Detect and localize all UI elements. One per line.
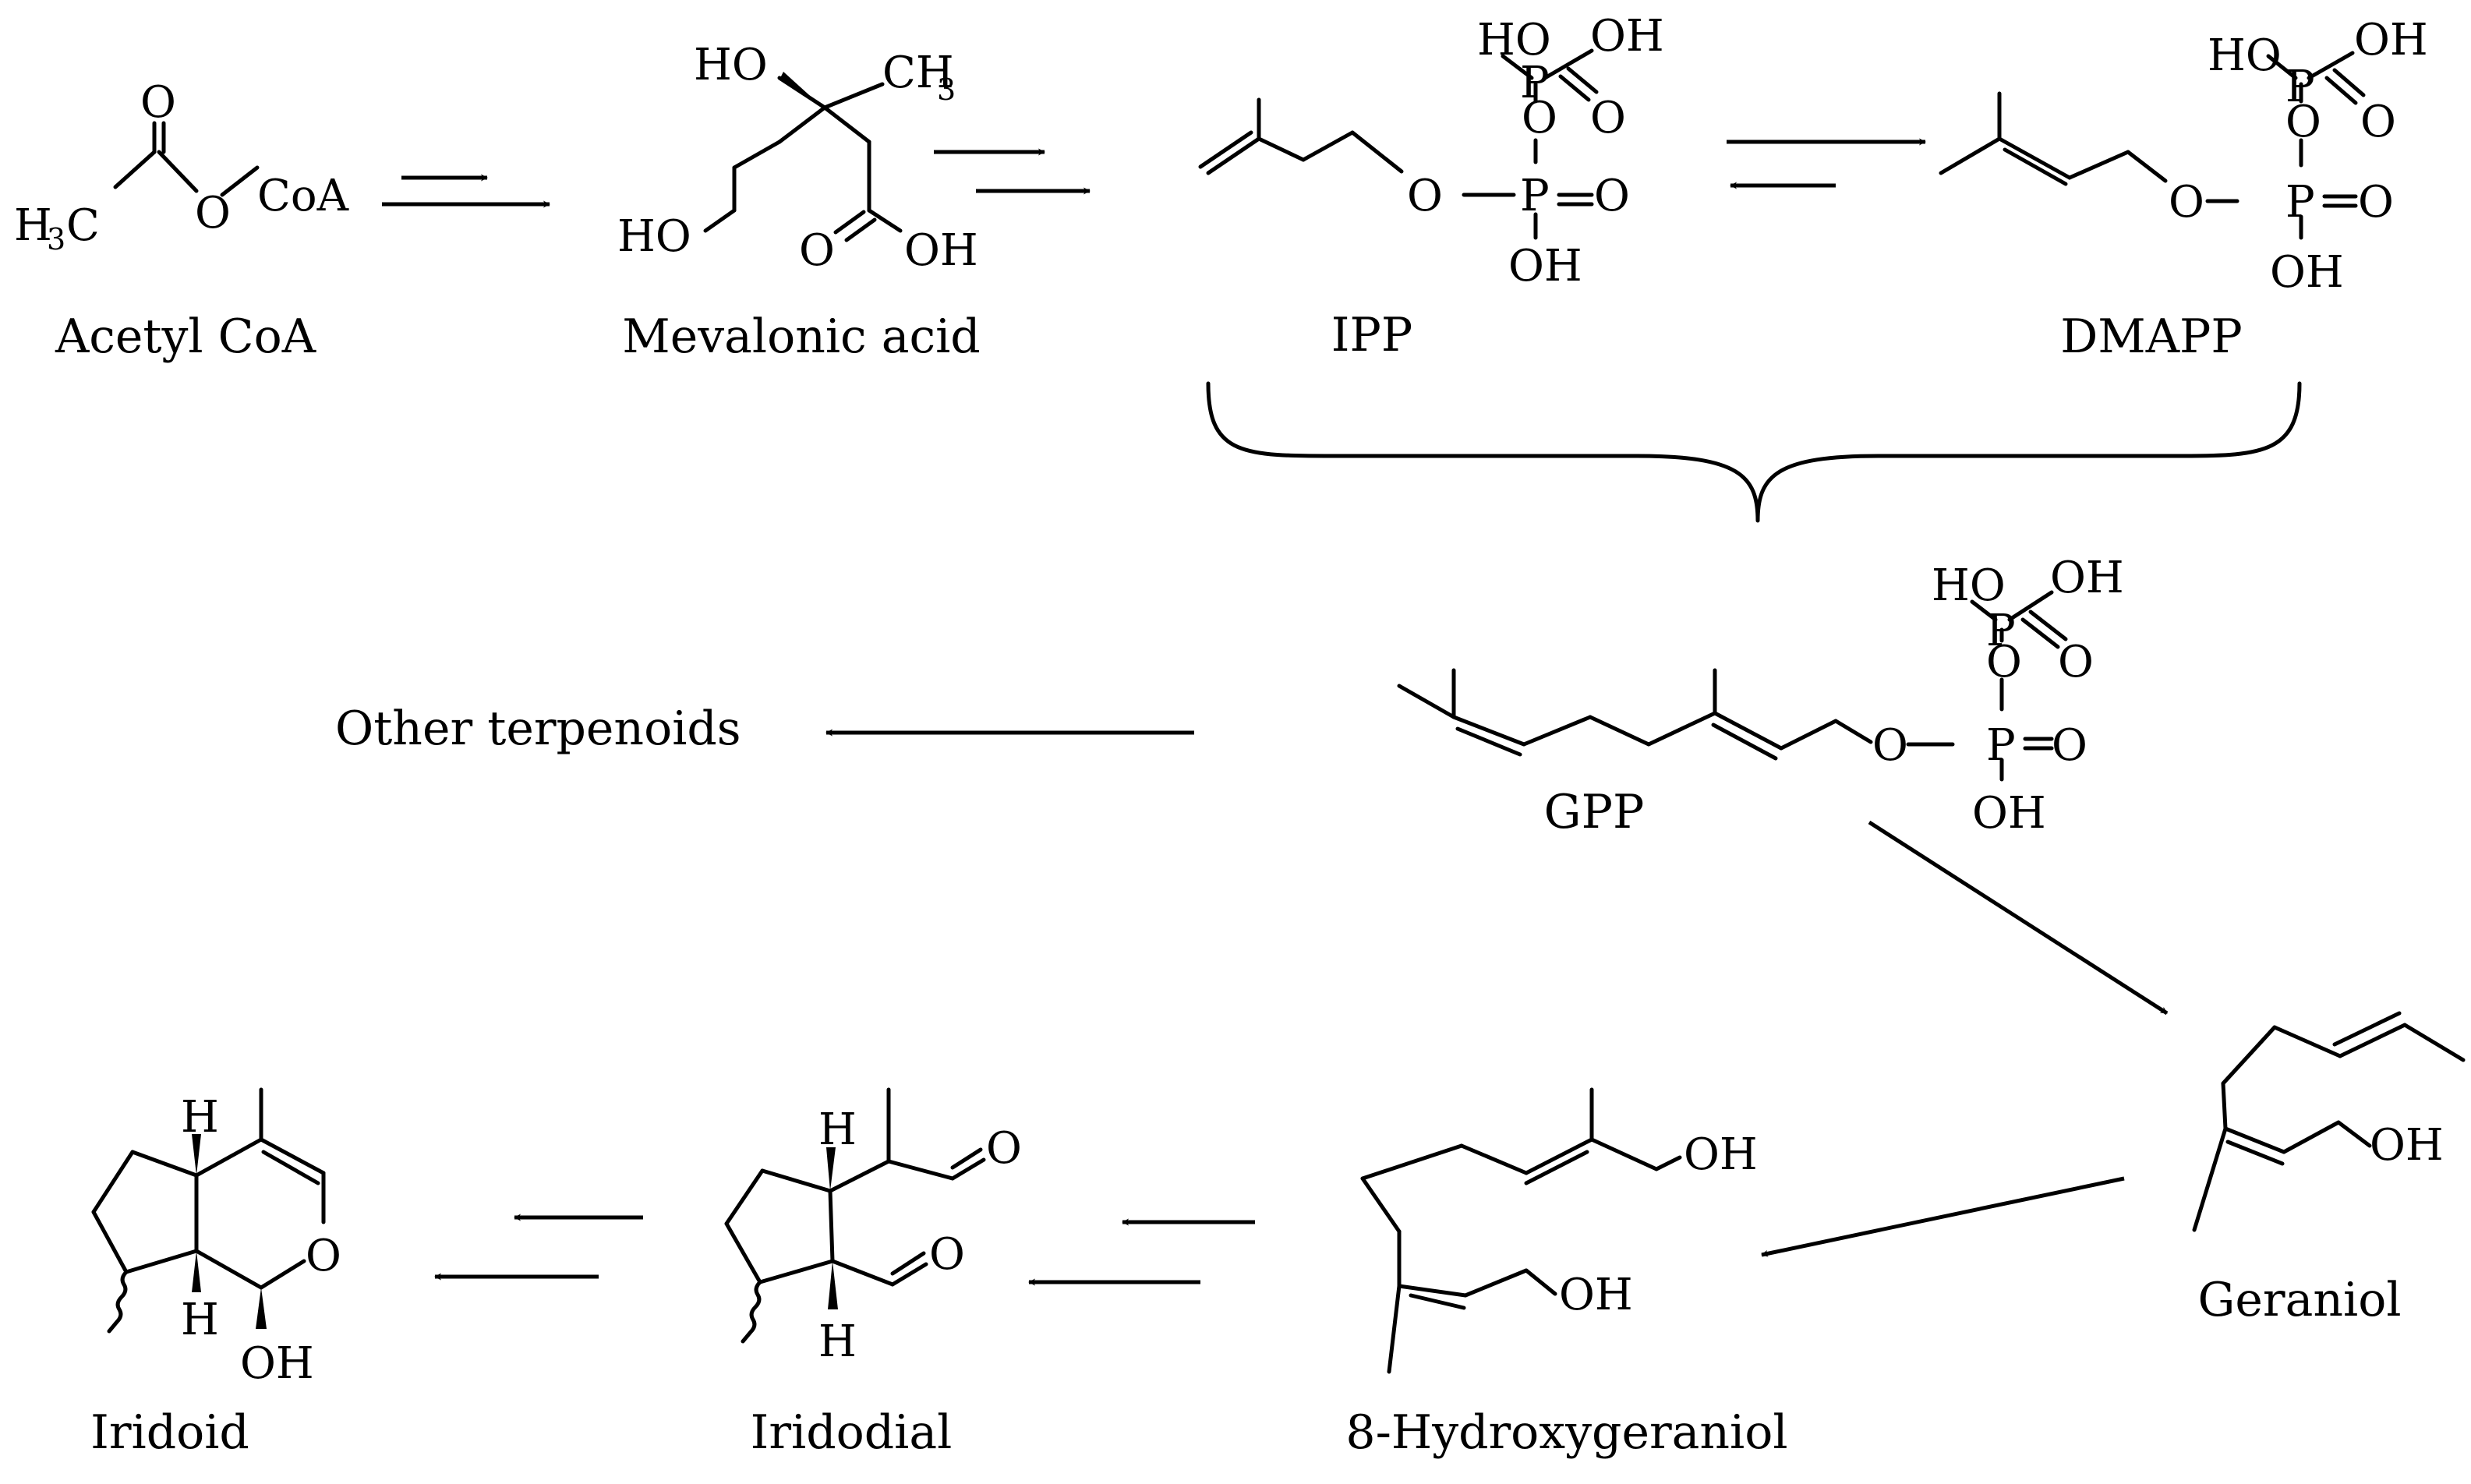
hydroxygeraniol-label: 8-Hydroxygeraniol (1345, 1405, 1787, 1460)
dmapp-structure: HO OH P O O O P O OH (1939, 15, 2428, 298)
iridoid-h-bot: H (181, 1295, 219, 1345)
geraniol-oh: OH (2370, 1120, 2444, 1171)
mevalonic-acid-ch3-sub: 3 (937, 72, 956, 107)
gpp-label: GPP (1544, 785, 1645, 839)
gpp-p-top: P (1986, 606, 2016, 656)
gpp-o-top: O (2058, 637, 2094, 687)
dmapp-o-bot: O (2358, 177, 2394, 228)
mevalonic-acid-oh: OH (904, 225, 978, 276)
acetyl-coa-structure: H 3 C O O CoA (14, 77, 349, 256)
gpp-ho: HO (1932, 560, 2006, 611)
dmapp-p-top: P (2285, 62, 2315, 112)
gpp-p-bot: P (1986, 720, 2016, 771)
ipp-o-link: O (1522, 93, 1557, 143)
iridoid-label: Iridoid (90, 1405, 249, 1460)
hydroxygeraniol-oh-bot: OH (1559, 1270, 1633, 1320)
gpp-oh-bot: OH (1972, 788, 2046, 839)
acetyl-coa-label: Acetyl CoA (55, 309, 316, 364)
gpp-structure: HO OH P O O O P O OH (1397, 553, 2124, 839)
dmapp-oh-bot: OH (2270, 247, 2344, 298)
gpp-o-bot: O (2052, 720, 2087, 771)
geraniol-label: Geraniol (2197, 1273, 2401, 1327)
acetyl-coa-h3c-sub: 3 (47, 222, 65, 256)
reaction-arrow-to-geraniol (1868, 820, 2169, 1016)
ipp-ho: HO (1477, 15, 1551, 65)
iridodial-structure: H H O O (724, 1087, 1022, 1367)
dmapp-o-link: O (2285, 97, 2321, 147)
mevalonic-acid-ho-left: HO (617, 211, 691, 262)
iridodial-o-bot: O (929, 1229, 965, 1280)
hydroxygeraniol-structure: OH OH (1360, 1087, 1758, 1374)
combining-brace (1206, 381, 2302, 523)
dmapp-o-top: O (2360, 97, 2396, 147)
ipp-label: IPP (1331, 308, 1412, 362)
dmapp-oh-top: OH (2354, 15, 2428, 65)
dmapp-o-ester: O (2169, 177, 2204, 228)
acetyl-coa-coa: CoA (257, 171, 349, 221)
mevalonic-acid-structure: HO CH 3 HO O OH (617, 40, 978, 276)
iridodial-h-bot: H (818, 1316, 857, 1367)
gpp-o-ester: O (1872, 720, 1908, 771)
iridodial-h-top: H (818, 1104, 857, 1155)
iridoid-structure: H H O OH (91, 1087, 341, 1389)
mevalonic-acid-ch: CH (882, 48, 954, 98)
dmapp-ho: HO (2208, 30, 2282, 81)
hydroxygeraniol-oh-top: OH (1684, 1129, 1758, 1180)
other-terpenoids-label: Other terpenoids (335, 701, 741, 756)
reaction-arrow-to-hydroxygeraniol (1761, 1176, 2125, 1257)
acetyl-coa-h3c-h: H (14, 200, 52, 251)
dmapp-label: DMAPP (2060, 309, 2243, 364)
iridoid-h-top: H (181, 1092, 219, 1143)
gpp-o-link: O (1986, 637, 2022, 687)
ipp-structure: HO OH P O O O P O OH (1198, 11, 1664, 292)
iridodial-o-top: O (986, 1123, 1022, 1174)
mevalonic-acid-ho-top: HO (694, 40, 768, 90)
ipp-p-top: P (1520, 58, 1550, 108)
ipp-oh-bot: OH (1508, 241, 1582, 292)
mevalonic-acid-label: Mevalonic acid (622, 309, 980, 364)
acetyl-coa-h3c-c: C (66, 200, 100, 251)
acetyl-coa-carbonyl-o: O (140, 77, 176, 128)
ipp-o-ester: O (1407, 171, 1443, 221)
iridodial-label: Iridodial (751, 1405, 953, 1460)
ipp-oh-top: OH (1590, 11, 1664, 62)
dmapp-p-bot: P (2285, 177, 2315, 228)
ipp-o-top: O (1590, 93, 1626, 143)
mevalonic-acid-o: O (799, 225, 835, 276)
acetyl-coa-ester-o: O (195, 188, 231, 238)
gpp-oh-top: OH (2050, 553, 2124, 603)
iridoid-oh: OH (240, 1338, 314, 1389)
ipp-o-bot: O (1594, 171, 1630, 221)
geraniol-structure: OH (2192, 1011, 2466, 1232)
ipp-p-bot: P (1520, 171, 1550, 221)
iridoid-o-ring: O (306, 1231, 341, 1281)
